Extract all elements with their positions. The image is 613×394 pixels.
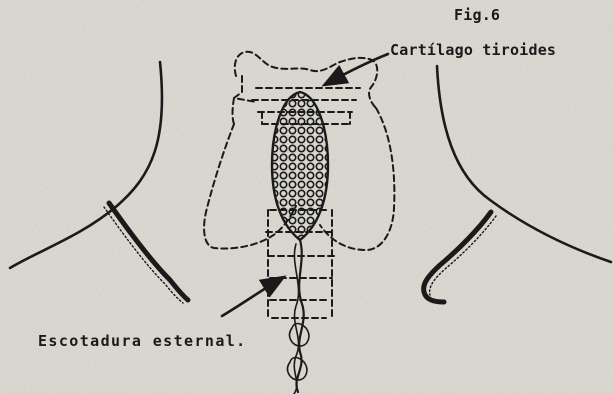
- label-thyroid-cartilage: Cartílago tiroides: [390, 41, 556, 59]
- figure-number: Fig.6: [454, 6, 500, 24]
- label-sternal-notch: Escotadura esternal.: [38, 332, 247, 350]
